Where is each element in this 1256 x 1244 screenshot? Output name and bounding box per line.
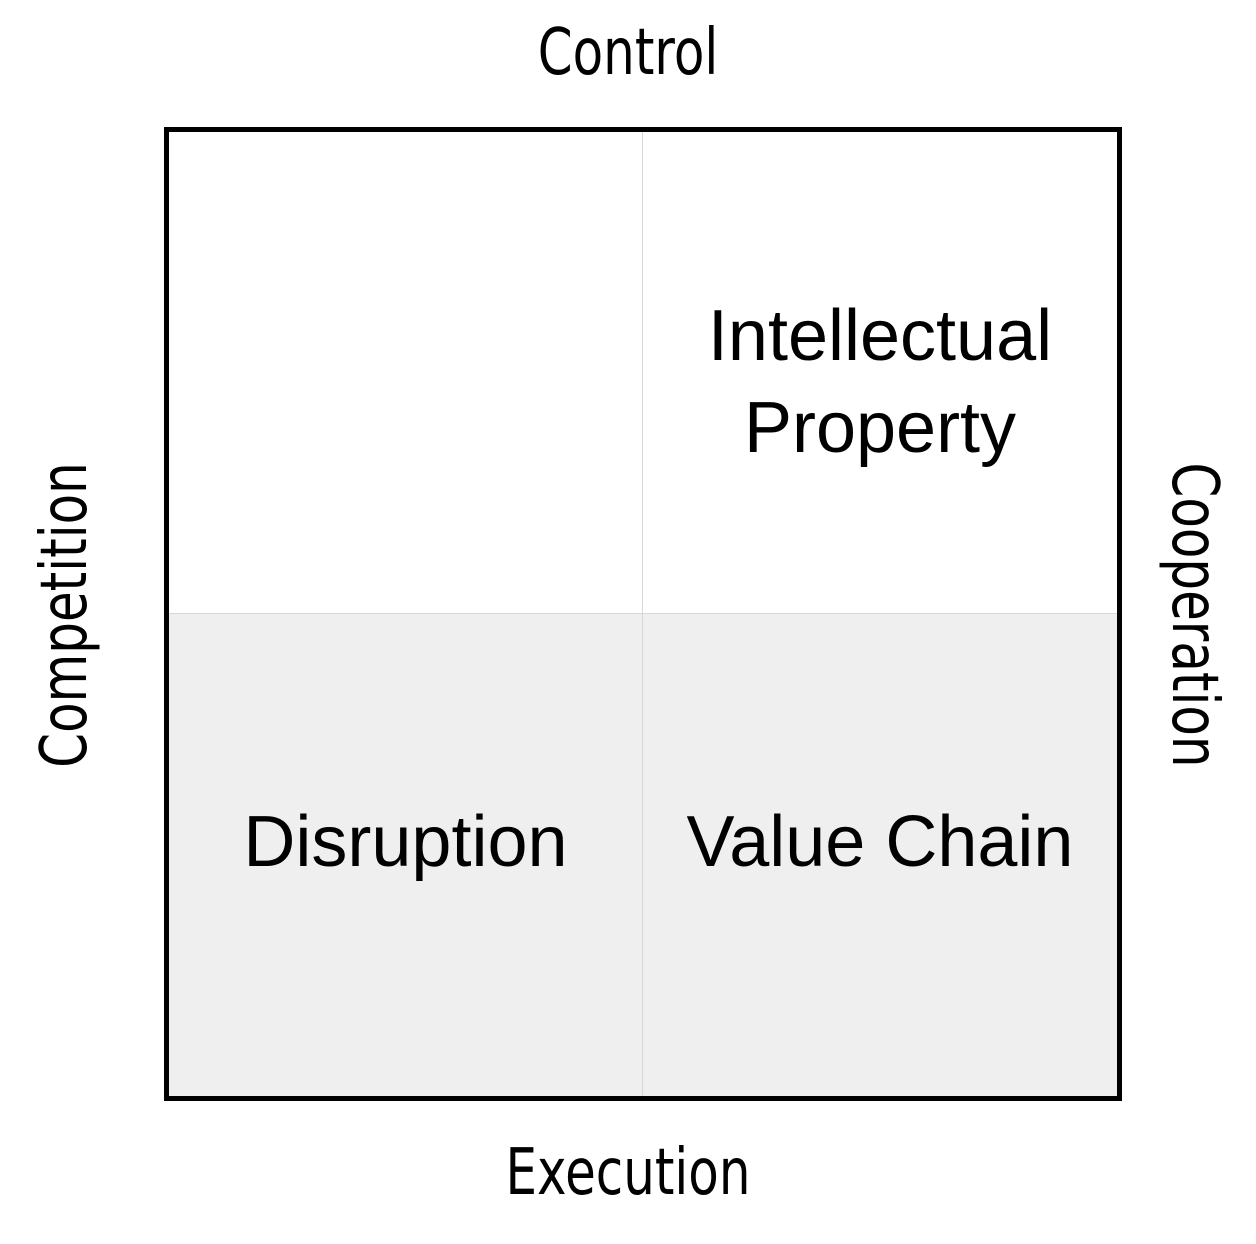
quadrant-label-disruption: Disruption [243,802,568,882]
quadrant-label-value-chain: Value Chain [686,802,1074,882]
label-line: Property [743,388,1017,468]
quadrant-label-intellectual-property: Intellectual Property [643,290,1117,474]
axis-label-execution: Execution [505,1136,751,1210]
quadrant-top-left [169,132,643,614]
quadrant-bottom-right: Value Chain [643,614,1117,1096]
quadrant-top-right: Intellectual Property [643,132,1117,614]
quadrant-matrix: Intellectual Property Disruption Value C… [164,127,1122,1101]
axis-label-control: Control [537,16,719,90]
axis-label-cooperation: Cooperation [1157,462,1231,768]
axis-label-competition: Competition [28,462,102,768]
label-line: Intellectual [707,296,1053,376]
quadrant-bottom-left: Disruption [169,614,643,1096]
